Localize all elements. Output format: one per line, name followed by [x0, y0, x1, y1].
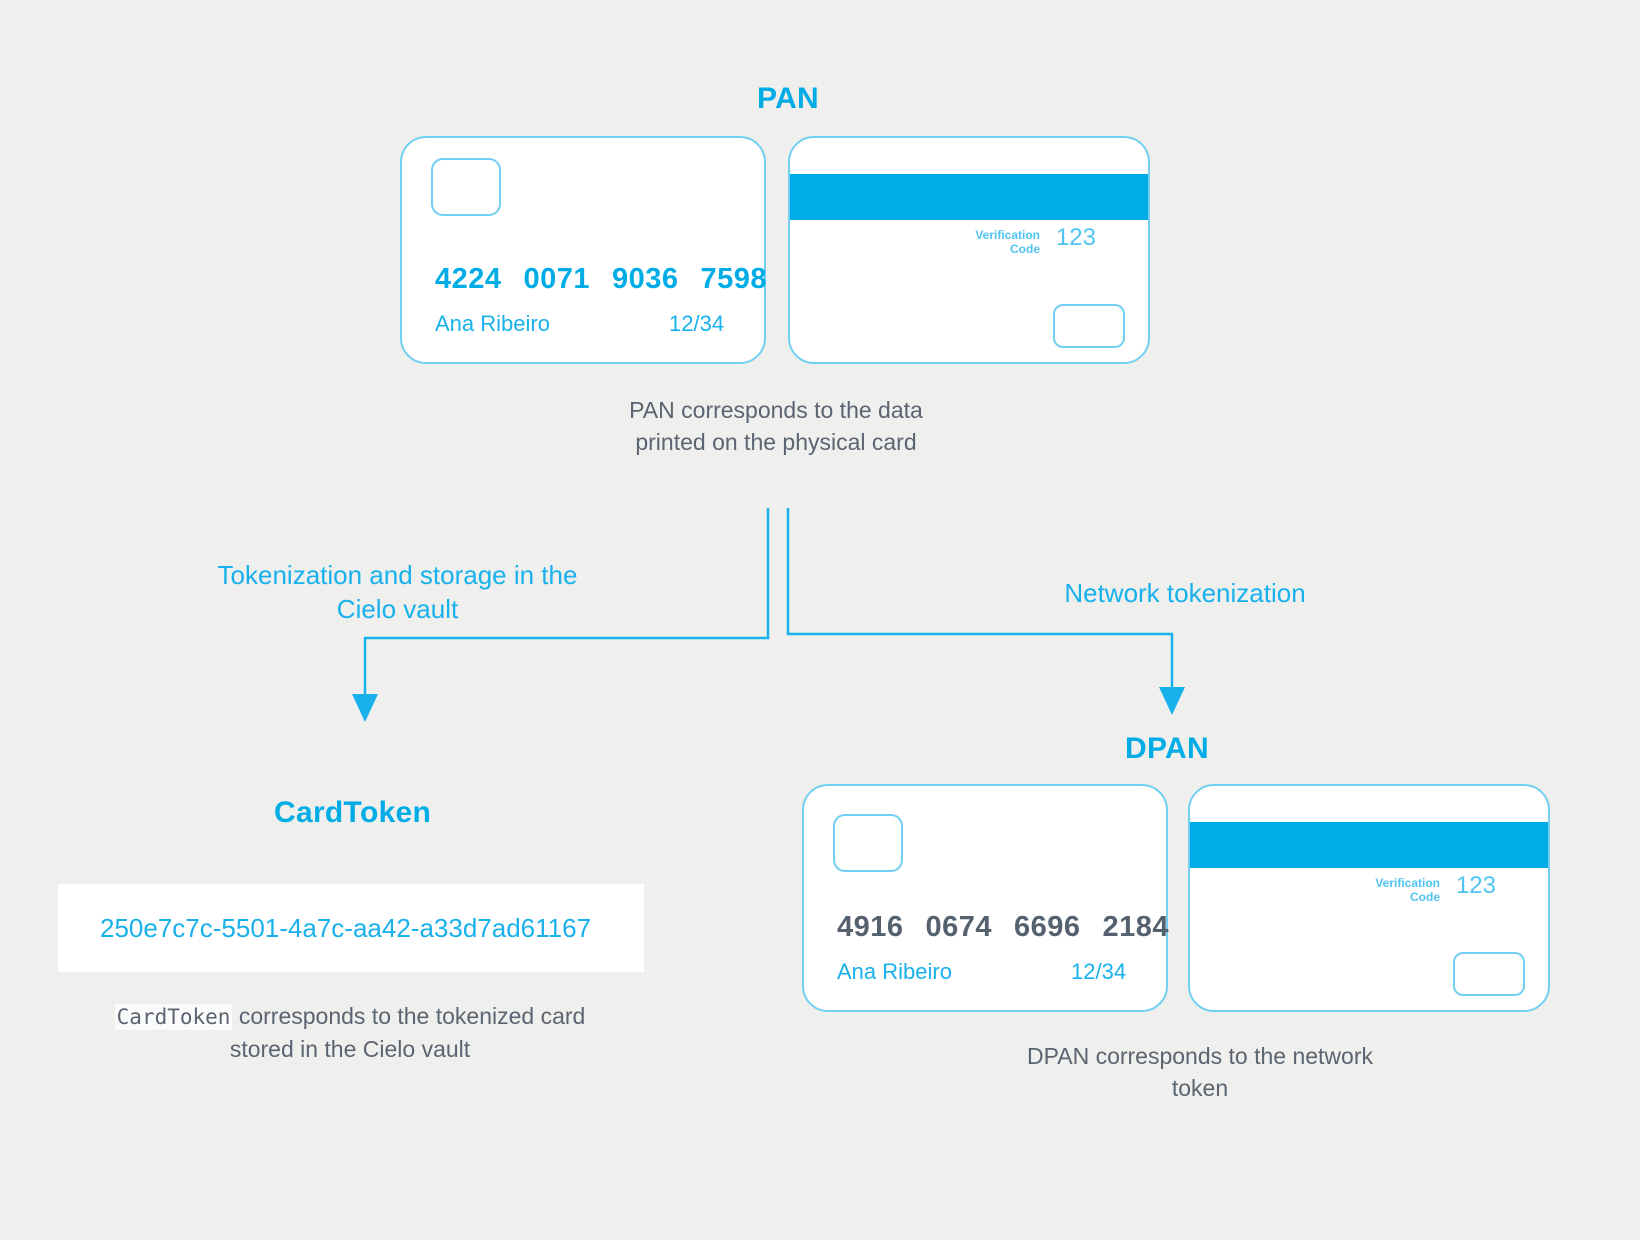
- pan-number-group-3: 9036: [612, 263, 679, 295]
- cardtoken-value: 250e7c7c-5501-4a7c-aa42-a33d7ad61167: [100, 912, 592, 943]
- dpan-number-group-4: 2184: [1102, 911, 1170, 943]
- pan-back-card: Verification Code 123: [788, 136, 1150, 364]
- dpan-number-group-1: 4916: [837, 911, 904, 943]
- left-flow-label: Tokenization and storage in the Cielo va…: [150, 558, 645, 626]
- dpan-card-expiry: 12/34: [1071, 959, 1127, 984]
- cvv-label-line2: Code: [1010, 242, 1040, 256]
- chip-icon: [833, 814, 903, 872]
- cardtoken-value-box: 250e7c7c-5501-4a7c-aa42-a33d7ad61167: [58, 884, 644, 972]
- cardtoken-caption-rest: corresponds to the tokenized card: [232, 1003, 586, 1029]
- pan-card-holder: Ana Ribeiro: [435, 311, 550, 336]
- dpan-back-card: Verification Code 123: [1188, 784, 1550, 1012]
- dpan-title: DPAN: [1125, 732, 1209, 765]
- chip-icon: [431, 158, 501, 216]
- pan-number-group-4: 7598: [700, 263, 768, 295]
- cvv-label: Verification Code: [920, 228, 1040, 256]
- magnetic-stripe: [1190, 822, 1548, 868]
- dpan-card-number: 4916 0674 6696 2184: [837, 911, 1169, 944]
- magnetic-stripe: [790, 174, 1148, 220]
- pan-caption: PAN corresponds to the data printed on t…: [556, 394, 996, 458]
- cvv-value: 123: [1055, 224, 1096, 251]
- dpan-front-card: 4916 0674 6696 2184 Ana Ribeiro 12/34: [802, 784, 1169, 1012]
- cvv-label: Verification Code: [1320, 876, 1440, 904]
- left-flow-label-line2: Cielo vault: [336, 594, 459, 624]
- pan-number-group-2: 0071: [523, 263, 591, 295]
- signature-panel: [1453, 952, 1525, 996]
- cvv-label-line1: Verification: [1375, 876, 1440, 890]
- pan-front-card: 4224 0071 9036 7598 Ana Ribeiro 12/34: [400, 136, 767, 364]
- dpan-caption: DPAN corresponds to the network token: [960, 1040, 1440, 1104]
- pan-caption-line1: PAN corresponds to the data: [629, 397, 923, 423]
- left-flow-label-line1: Tokenization and storage in the: [217, 560, 578, 590]
- pan-caption-line2: printed on the physical card: [635, 429, 917, 455]
- cvv-label-line2: Code: [1410, 890, 1440, 904]
- cardtoken-caption: CardToken corresponds to the tokenized c…: [40, 1000, 660, 1065]
- cvv-value: 123: [1455, 872, 1496, 899]
- cvv-label-line1: Verification: [975, 228, 1040, 242]
- cardtoken-caption-code: CardToken: [114, 1004, 233, 1030]
- dpan-number-group-3: 6696: [1014, 911, 1081, 943]
- cardtoken-caption-line2: stored in the Cielo vault: [229, 1036, 471, 1062]
- dpan-caption-line1: DPAN corresponds to the network: [1026, 1043, 1373, 1069]
- pan-title: PAN: [757, 82, 820, 115]
- right-flow-label: Network tokenization: [1064, 578, 1306, 608]
- cardtoken-title: CardToken: [274, 796, 432, 829]
- pan-card-expiry: 12/34: [669, 311, 725, 336]
- signature-panel: [1053, 304, 1125, 348]
- pan-card-number: 4224 0071 9036 7598: [435, 263, 767, 296]
- dpan-number-group-2: 0674: [925, 911, 993, 943]
- pan-number-group-1: 4224: [435, 263, 502, 295]
- dpan-caption-line2: token: [1171, 1075, 1229, 1101]
- dpan-card-holder: Ana Ribeiro: [837, 959, 952, 984]
